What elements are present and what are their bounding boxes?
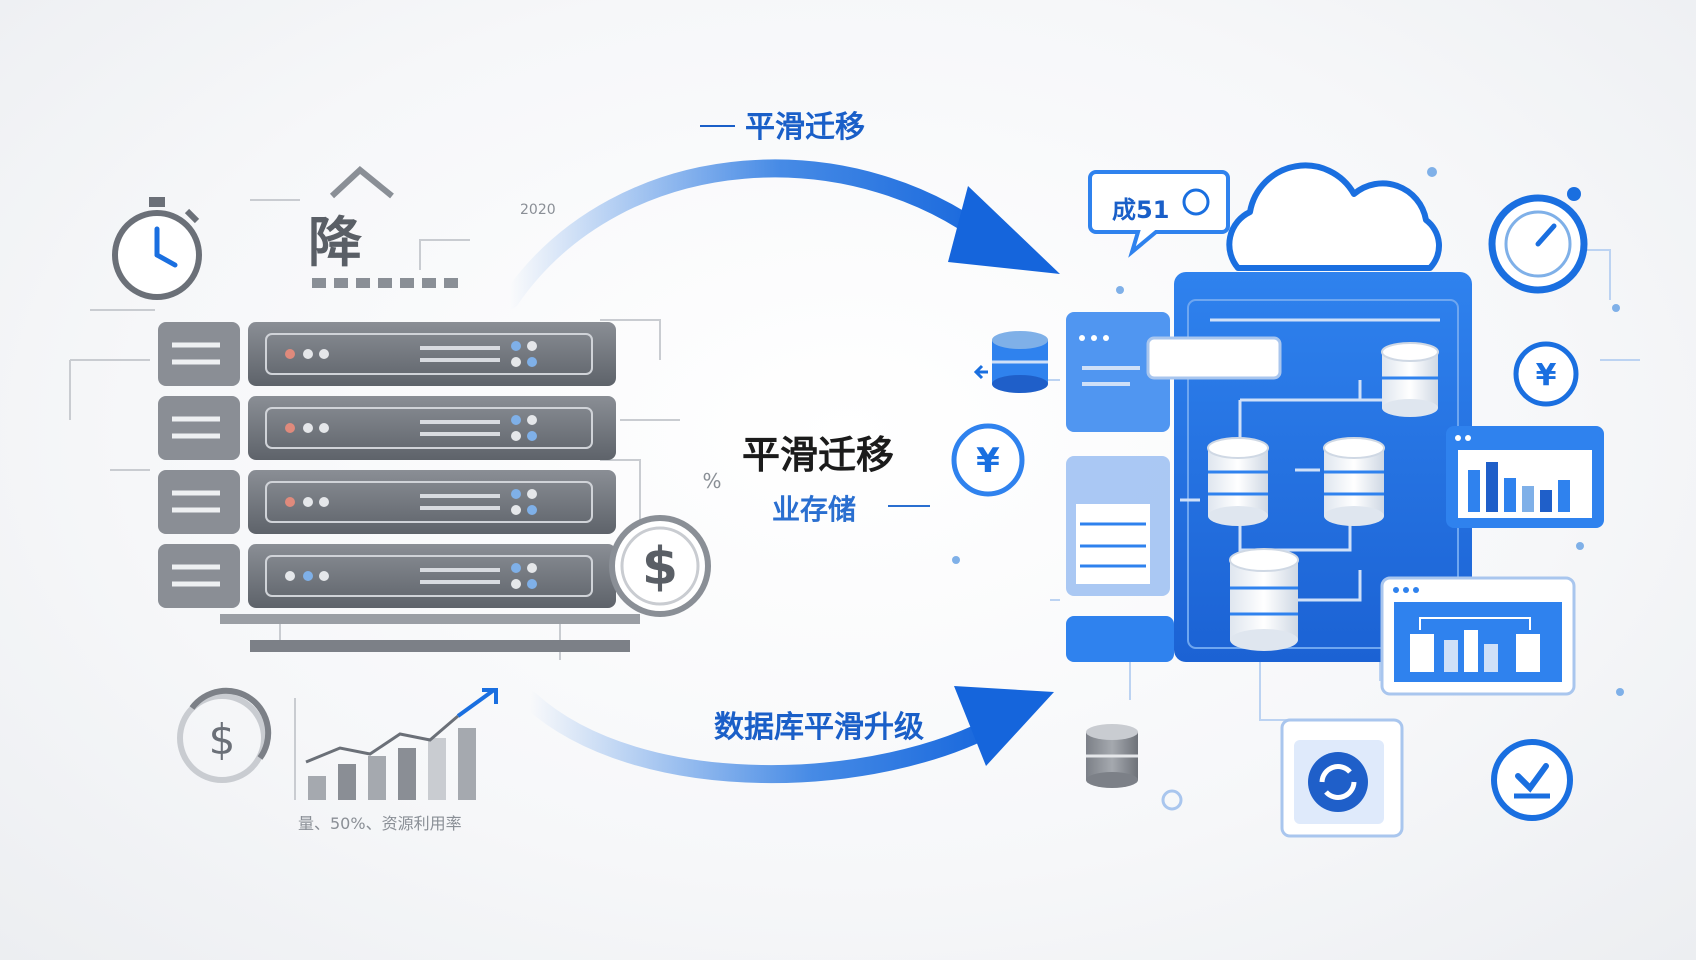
growth-bar — [338, 764, 356, 800]
panel-connectors — [1180, 318, 1440, 602]
migration-arrow-bottom — [521, 686, 1054, 784]
refresh-card — [1280, 718, 1404, 838]
server-unit — [158, 396, 616, 460]
legacy-code-label: 2020 — [520, 202, 556, 218]
legacy-chart-caption: 量、50%、资源利用率 — [298, 814, 462, 833]
growth-bar — [398, 748, 416, 800]
db-arrow-icon — [973, 364, 988, 380]
side-panel-middle — [1066, 456, 1170, 596]
rack-foot — [250, 640, 630, 652]
legacy-system: $ % $ — [69, 166, 722, 800]
download-badge-icon — [1491, 739, 1573, 821]
dollar-coin-icon: $ % — [609, 469, 722, 617]
growth-bar-chart — [294, 688, 498, 800]
database-icon — [1207, 437, 1269, 526]
server-unit — [158, 322, 616, 386]
stopwatch-icon — [112, 197, 202, 300]
database-stack-icon — [992, 331, 1048, 393]
side-panel-bottom — [1066, 616, 1174, 662]
dollar-gauge-symbol: $ — [209, 715, 236, 764]
server-unit — [158, 544, 616, 608]
center-subtitle: 业存储 — [772, 493, 857, 526]
center-title: 平滑迁移 — [742, 433, 895, 477]
database-icon — [1381, 342, 1439, 417]
yen-symbol-left: ¥ — [976, 441, 1000, 481]
bubble-clock-icon — [1182, 188, 1210, 216]
dollar-gauge-icon: $ — [177, 687, 272, 783]
side-panel-top — [1066, 312, 1170, 432]
server-unit — [158, 470, 616, 534]
speech-bubble-text: 成51 — [1112, 196, 1170, 224]
cloud-system: ¥ ¥ — [951, 162, 1640, 838]
speech-bubble — [1088, 170, 1230, 258]
refresh-icon — [1308, 752, 1368, 812]
stopwatch-blue-icon — [1488, 187, 1588, 294]
database-icon — [1323, 437, 1385, 526]
legacy-title: 降 — [308, 211, 366, 274]
bottom-arrow-label: 数据库平滑升级 — [714, 710, 924, 745]
migration-arrow-top — [501, 159, 1060, 309]
database-gray-icon — [1086, 724, 1138, 788]
growth-bar — [368, 756, 386, 800]
server-rack — [158, 322, 640, 652]
percent-symbol: % — [702, 469, 721, 493]
growth-trend-line — [305, 714, 459, 764]
dollar-symbol: $ — [642, 537, 678, 597]
yen-clock-icon: ¥ — [951, 423, 1025, 497]
house-outline-icon — [329, 166, 394, 199]
growth-arrow-icon — [456, 688, 498, 718]
yen-symbol-right: ¥ — [1536, 358, 1557, 393]
growth-bar — [458, 728, 476, 800]
decorative-dots — [952, 167, 1624, 811]
growth-bar — [308, 776, 326, 800]
database-icon — [1229, 548, 1299, 651]
rack-base — [220, 614, 640, 624]
cloud-icon — [1226, 162, 1442, 271]
bar-chart-card — [1446, 426, 1604, 528]
growth-bar — [428, 738, 446, 800]
legacy-title-underline — [312, 278, 458, 288]
top-arrow-label: 平滑迁移 — [745, 110, 865, 145]
analytics-card — [1380, 576, 1576, 696]
yen-coin-icon: ¥ — [1513, 341, 1579, 407]
tooltip-card — [1146, 336, 1282, 380]
